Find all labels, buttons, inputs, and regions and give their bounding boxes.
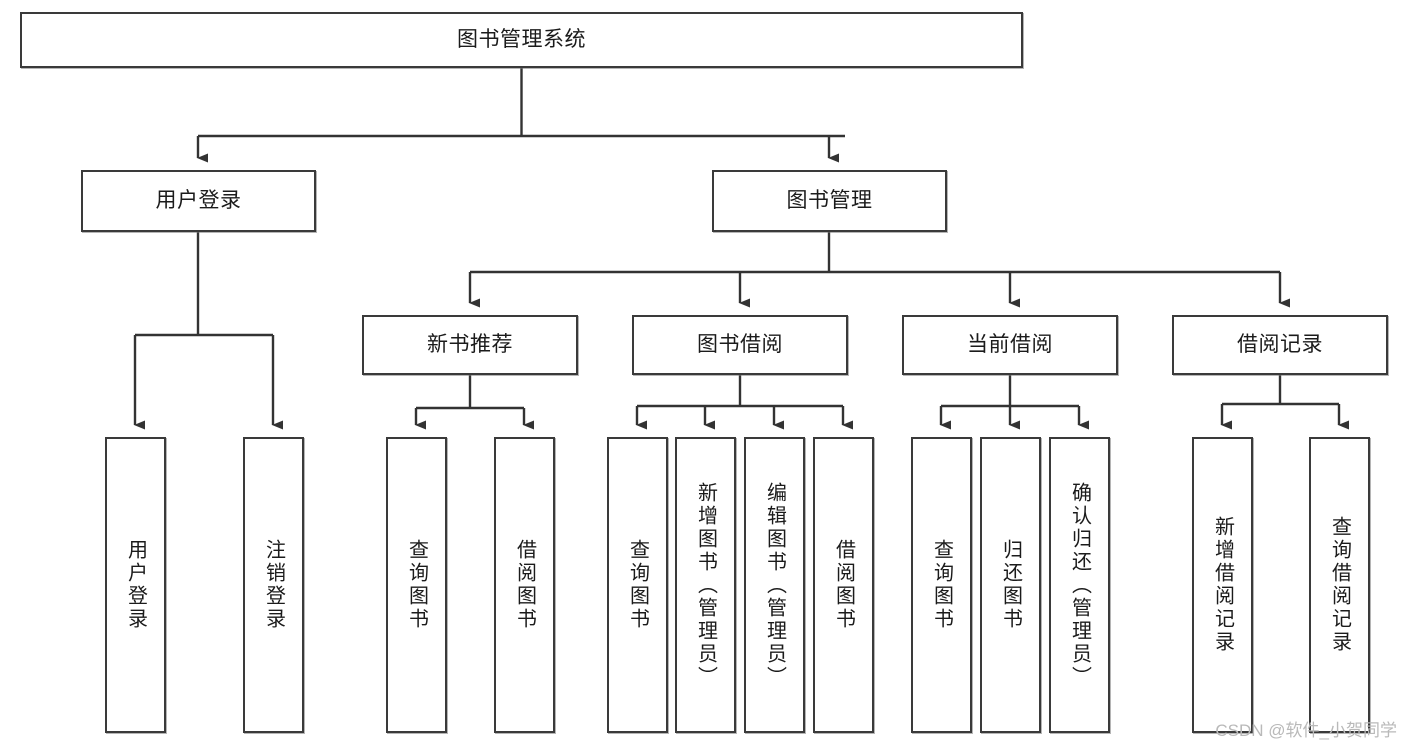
leaf-borrow-record-query[interactable]: 查询借阅记录 bbox=[1309, 437, 1370, 733]
leaf-book-borrow-add[interactable]: 新增图书（管理员） bbox=[675, 437, 736, 733]
node-book-borrow[interactable]: 图书借阅 bbox=[632, 315, 848, 375]
node-book-borrow-label: 图书借阅 bbox=[697, 332, 783, 356]
leaf-book-borrow-borrow-label: 借阅图书 bbox=[832, 539, 855, 631]
node-root-label: 图书管理系统 bbox=[457, 27, 586, 51]
leaf-user-login-signout-label: 注销登录 bbox=[262, 539, 285, 631]
leaf-current-borrow-confirm-label: 确认归还（管理员） bbox=[1068, 481, 1091, 689]
leaf-new-book-borrow[interactable]: 借阅图书 bbox=[494, 437, 555, 733]
leaf-borrow-record-add-label: 新增借阅记录 bbox=[1211, 516, 1234, 654]
node-borrow-record[interactable]: 借阅记录 bbox=[1172, 315, 1388, 375]
node-current-borrow-label: 当前借阅 bbox=[967, 332, 1053, 356]
leaf-new-book-query-label: 查询图书 bbox=[405, 539, 428, 631]
leaf-book-borrow-edit[interactable]: 编辑图书（管理员） bbox=[744, 437, 805, 733]
leaf-user-login-signin-label: 用户登录 bbox=[124, 539, 147, 631]
leaf-user-login-signout[interactable]: 注销登录 bbox=[243, 437, 304, 733]
leaf-borrow-record-add[interactable]: 新增借阅记录 bbox=[1192, 437, 1253, 733]
node-new-book-recommend-label: 新书推荐 bbox=[427, 332, 513, 356]
node-user-login-label: 用户登录 bbox=[155, 188, 242, 212]
node-user-login[interactable]: 用户登录 bbox=[81, 170, 316, 232]
leaf-book-borrow-query[interactable]: 查询图书 bbox=[607, 437, 668, 733]
leaf-book-borrow-borrow[interactable]: 借阅图书 bbox=[813, 437, 874, 733]
leaf-current-borrow-return[interactable]: 归还图书 bbox=[980, 437, 1041, 733]
leaf-current-borrow-confirm[interactable]: 确认归还（管理员） bbox=[1049, 437, 1110, 733]
node-borrow-record-label: 借阅记录 bbox=[1237, 332, 1323, 356]
leaf-current-borrow-query-label: 查询图书 bbox=[930, 539, 953, 631]
leaf-book-borrow-add-label: 新增图书（管理员） bbox=[694, 481, 717, 689]
leaf-borrow-record-query-label: 查询借阅记录 bbox=[1328, 516, 1351, 654]
node-book-management-label: 图书管理 bbox=[786, 188, 873, 212]
leaf-current-borrow-query[interactable]: 查询图书 bbox=[911, 437, 972, 733]
leaf-book-borrow-query-label: 查询图书 bbox=[626, 539, 649, 631]
leaf-current-borrow-return-label: 归还图书 bbox=[999, 539, 1022, 631]
node-book-management[interactable]: 图书管理 bbox=[712, 170, 947, 232]
leaf-new-book-query[interactable]: 查询图书 bbox=[386, 437, 447, 733]
leaf-user-login-signin[interactable]: 用户登录 bbox=[105, 437, 166, 733]
node-new-book-recommend[interactable]: 新书推荐 bbox=[362, 315, 578, 375]
leaf-book-borrow-edit-label: 编辑图书（管理员） bbox=[763, 481, 786, 689]
leaf-new-book-borrow-label: 借阅图书 bbox=[513, 539, 536, 631]
node-current-borrow[interactable]: 当前借阅 bbox=[902, 315, 1118, 375]
node-root[interactable]: 图书管理系统 bbox=[20, 12, 1023, 68]
